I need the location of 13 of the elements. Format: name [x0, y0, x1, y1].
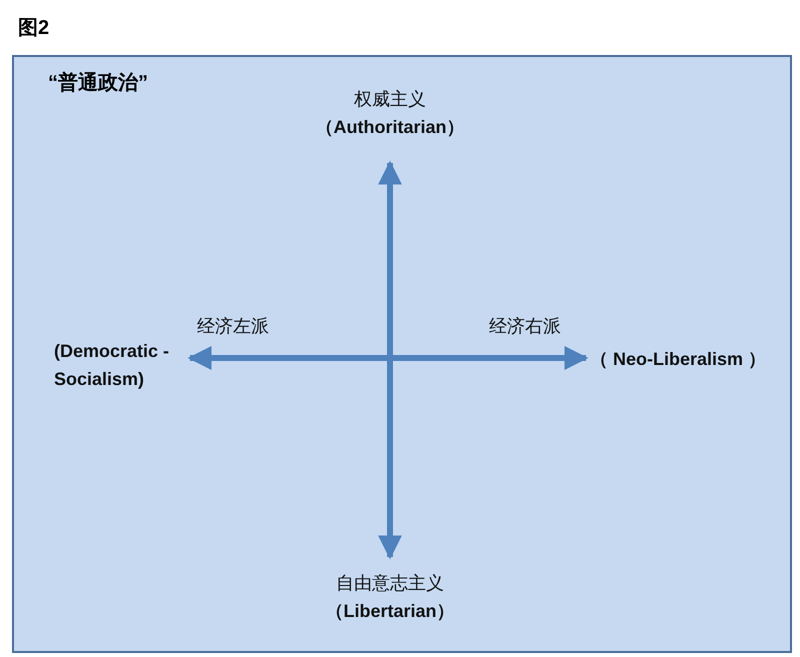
axis-label: 经济右派 [489, 315, 561, 338]
axis-label: 经济左派 [197, 315, 269, 338]
pole-label: (Democratic -Socialism) [54, 340, 170, 391]
figure-title: 图2 [18, 16, 50, 41]
pole-label: （Libertarian） [324, 600, 456, 623]
pole-label: （ Neo-Liberalism ） [590, 348, 768, 371]
double-headed-arrow [188, 346, 588, 370]
chart-panel [12, 55, 792, 653]
pole-label: （Authoritarian） [314, 116, 466, 139]
panel-heading: “普通政治” [48, 70, 148, 96]
pole-label: 自由意志主义 [335, 572, 445, 595]
double-headed-arrow [378, 160, 402, 560]
pole-label: 权威主义 [353, 88, 427, 111]
